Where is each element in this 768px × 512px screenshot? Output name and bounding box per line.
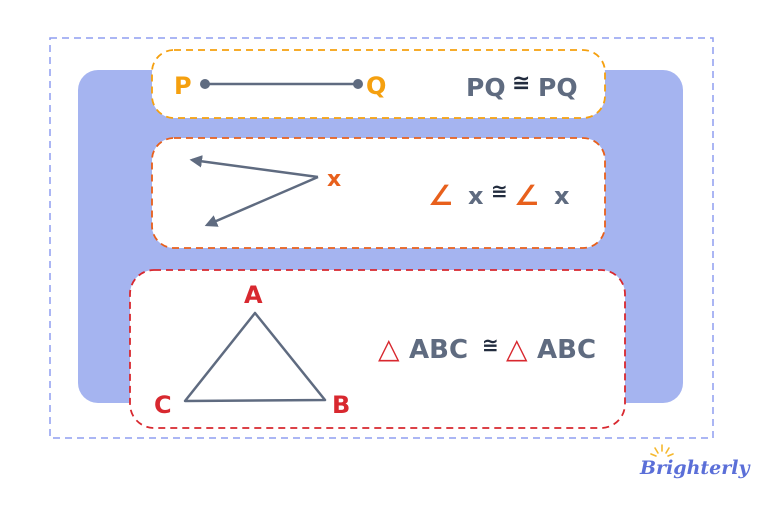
segment-right: PQ	[538, 73, 578, 102]
triangle-left: ABC	[409, 335, 468, 365]
triangle-right: ABC	[537, 335, 596, 365]
triangle-example: A B C △ ABC ≅ △ ABC	[129, 269, 626, 429]
brighterly-logo: Brighterly	[639, 444, 751, 479]
angle-vertex-label: x	[327, 167, 341, 192]
angle-left: x	[468, 182, 484, 210]
angle-symbol-right: ∠	[514, 179, 539, 212]
angle-right: x	[554, 182, 570, 210]
point-q-label: Q	[366, 72, 386, 100]
segment-example: P Q PQ ≅ PQ	[151, 49, 606, 119]
triangle-symbol-left: △	[378, 332, 400, 365]
angle-box	[151, 137, 606, 249]
congruent-symbol: ≅	[482, 333, 499, 357]
segment-box	[151, 49, 606, 119]
angle-ray-upper	[189, 155, 319, 179]
point-p-label: P	[174, 72, 192, 100]
angle-symbol-left: ∠	[428, 179, 453, 212]
point-p	[200, 79, 210, 89]
triangle-box	[129, 269, 626, 429]
vertex-c-label: C	[154, 391, 172, 419]
outer-frame	[49, 37, 714, 439]
segment-left: PQ	[466, 73, 506, 102]
triangle-abc	[183, 311, 327, 403]
sun-icon	[650, 444, 674, 457]
vertex-b-label: B	[332, 391, 350, 419]
congruent-symbol: ≅	[491, 179, 508, 203]
congruent-symbol: ≅	[512, 71, 530, 96]
vertex-a-label: A	[244, 281, 263, 309]
triangle-symbol-right: △	[506, 332, 528, 365]
point-q	[353, 79, 363, 89]
logo-text: Brighterly	[639, 457, 751, 479]
angle-ray-lower	[204, 175, 319, 227]
angle-example: x ∠ x ≅ ∠ x	[151, 137, 606, 249]
